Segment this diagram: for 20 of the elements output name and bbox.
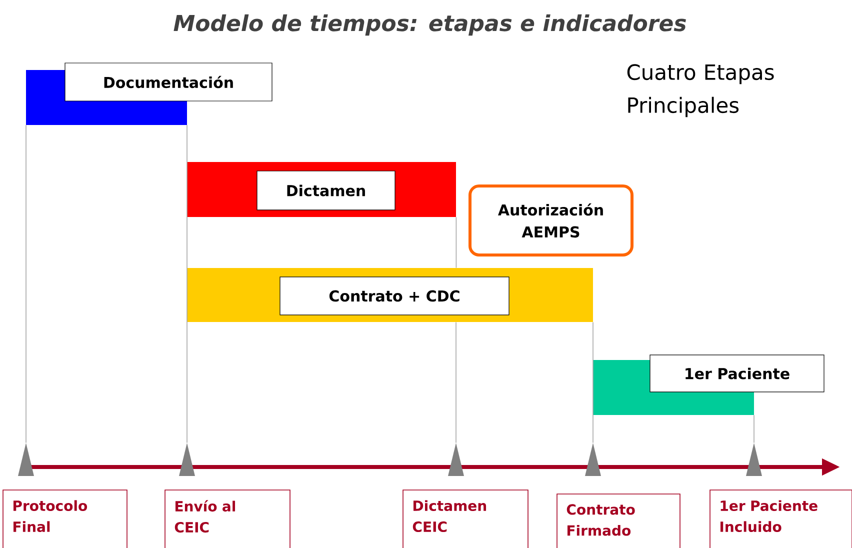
guide-line	[456, 216, 457, 268]
milestone-box: Contrato Firmado	[556, 494, 680, 548]
milestone-box: 1er Paciente Incluido	[710, 490, 852, 548]
milestone-box: Dictamen CEIC	[402, 490, 528, 548]
stage-bar: Contrato + CDC	[187, 268, 593, 322]
milestone-triangle	[746, 442, 762, 476]
milestone-triangle	[18, 442, 34, 476]
stage-bar: Documentación	[26, 62, 272, 125]
title: Modelo de tiempos: etapas e indicadores	[174, 14, 686, 36]
milestone-box: Envío al CEIC	[164, 490, 290, 548]
milestone-triangle	[585, 442, 601, 476]
stage-bar: 1er Paciente	[593, 354, 824, 415]
milestone-box: Protocolo Final	[2, 490, 128, 548]
milestone-triangle	[448, 442, 464, 476]
stage-bar: Dictamen	[187, 162, 456, 217]
guide-line	[186, 124, 188, 444]
approval-box: Autorización AEMPS	[468, 184, 634, 256]
guide-line	[592, 322, 594, 444]
note-text: Cuatro Etapas Principales	[627, 64, 774, 118]
milestone-triangle	[179, 442, 195, 476]
